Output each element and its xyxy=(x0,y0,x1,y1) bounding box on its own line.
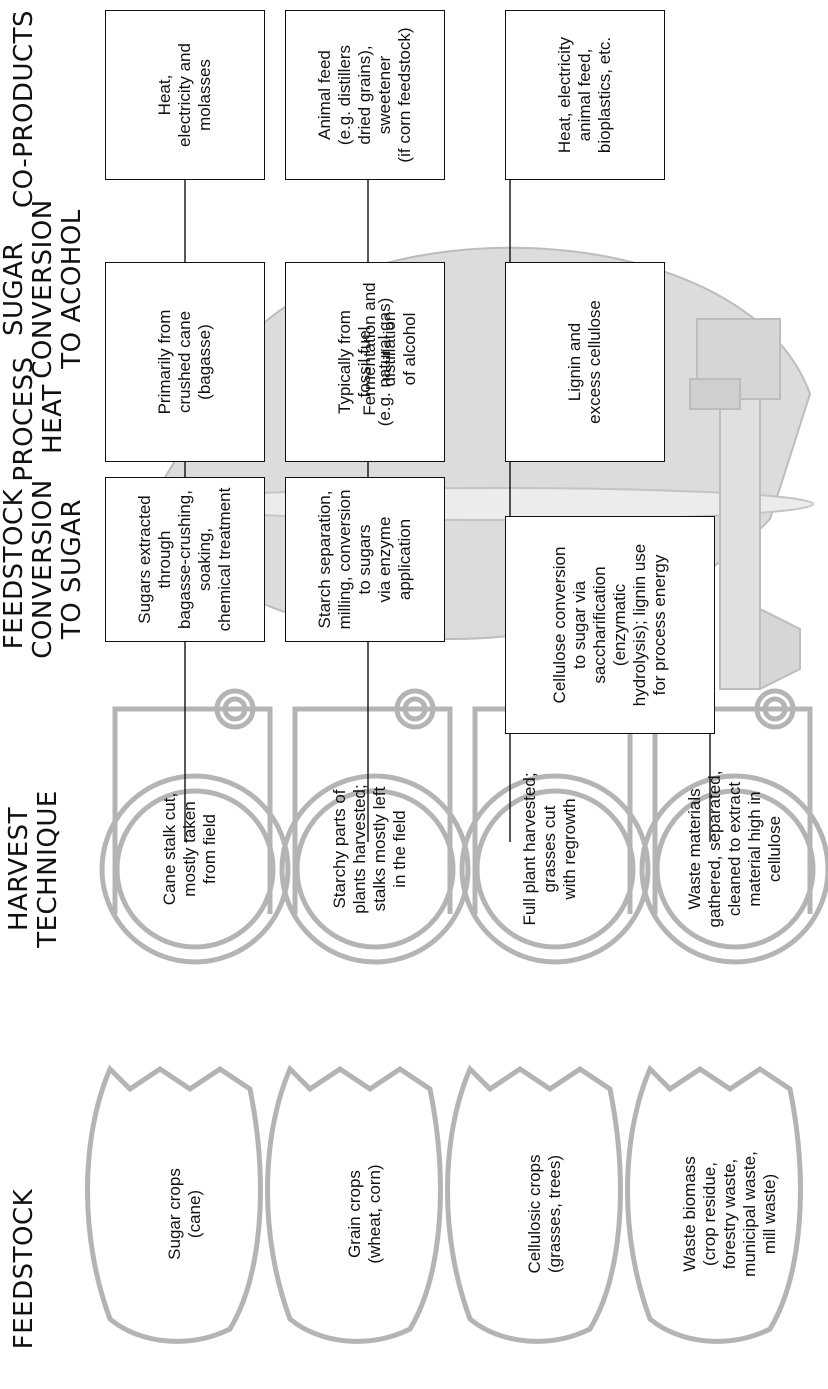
flask-handle xyxy=(689,378,741,410)
leaf-icons xyxy=(85,1064,803,1344)
harvester-icon xyxy=(639,688,828,965)
flask-stem xyxy=(719,388,761,690)
harvester-icon xyxy=(99,688,291,965)
leaf-icon xyxy=(265,1064,443,1344)
flask-rim xyxy=(176,487,814,521)
feedstock-label: Waste biomass(crop residue,forestry wast… xyxy=(680,1151,779,1277)
feedstock-label: Grain crops(wheat, corn) xyxy=(345,1164,384,1264)
flask-spout xyxy=(759,607,801,691)
leaf-icon xyxy=(85,1064,263,1344)
header-co-products: CO-PRODUCTS xyxy=(9,9,39,209)
feedstock-label: Sugar crops(cane) xyxy=(165,1168,204,1260)
header-feedstock: FEEDSTOCK xyxy=(9,1188,39,1350)
leaf-icon xyxy=(625,1064,803,1344)
harvester-icons xyxy=(99,688,828,965)
feedstock-label: Cellulosic crops(grasses, trees) xyxy=(525,1154,564,1274)
harvester-icon xyxy=(279,688,471,965)
leaf-icon xyxy=(445,1064,623,1344)
